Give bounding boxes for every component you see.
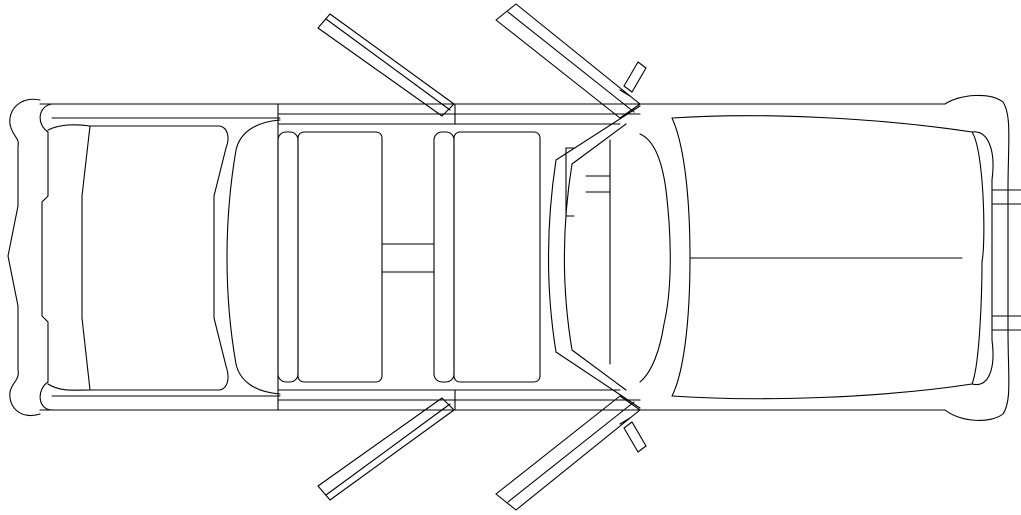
cabin-roof — [277, 103, 641, 411]
front-left-door-open — [495, 3, 647, 119]
front-right-door-open — [495, 395, 647, 511]
windshield — [639, 133, 671, 383]
front-seats — [381, 131, 541, 383]
trunk-lid — [47, 124, 229, 391]
front-bumper — [944, 94, 1021, 421]
car-body-outline — [39, 103, 946, 411]
rear-bumper — [7, 98, 41, 416]
rear-window — [226, 119, 281, 395]
rear-right-door-open — [317, 397, 455, 501]
rear-left-door-open — [317, 13, 455, 117]
hood — [671, 115, 985, 400]
dashboard-frame — [547, 105, 641, 409]
rear-seat — [277, 131, 383, 383]
